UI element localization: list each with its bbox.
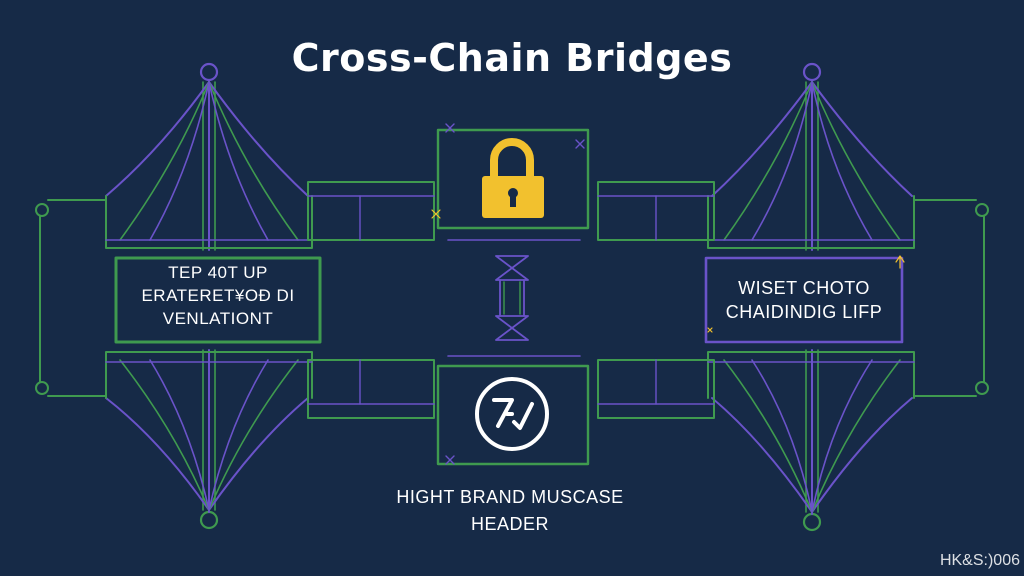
left-label-box	[114, 256, 322, 344]
right-anchor-frame	[913, 199, 989, 397]
bottom-caption-line1: HIGHT BRAND MUSCASE	[396, 487, 624, 507]
bottom-caption: HIGHT BRAND MUSCASE HEADER	[340, 484, 680, 538]
right-panel-label: WISET CHOTO CHAIDINDIG LIFP	[708, 276, 900, 325]
left-panel-label: TEP 40T UP ERATERET¥OÐ DI VENLATIONT	[118, 262, 318, 331]
right-tower-top	[707, 62, 915, 251]
right-tower-bottom	[707, 349, 915, 532]
left-panel-line: TEP 40T UP	[168, 263, 268, 282]
watermark-text: HK&S:)006	[939, 552, 1020, 569]
left-panel-line: ERATERET¥OÐ DI	[141, 285, 295, 305]
right-label-box	[704, 256, 904, 344]
page-title: Cross-Chain Bridges	[291, 36, 733, 80]
left-tower-bottom	[105, 349, 313, 530]
left-tower-top	[105, 62, 313, 251]
bottom-caption-line2: HEADER	[470, 514, 549, 534]
padlock-icon	[482, 138, 544, 218]
left-connector-boxes	[307, 181, 435, 419]
center-vertical-link	[447, 239, 581, 357]
center-top-box	[431, 123, 590, 230]
right-panel-line: WISET CHOTO	[738, 278, 870, 298]
swap-circle-icon	[475, 377, 549, 451]
right-panel-line: CHAIDINDIG LIFP	[725, 302, 883, 323]
left-panel-line: VENLATIONT	[162, 308, 274, 328]
center-bottom-box	[436, 364, 590, 466]
left-anchor-frame	[35, 199, 107, 397]
right-connector-boxes	[597, 181, 715, 419]
